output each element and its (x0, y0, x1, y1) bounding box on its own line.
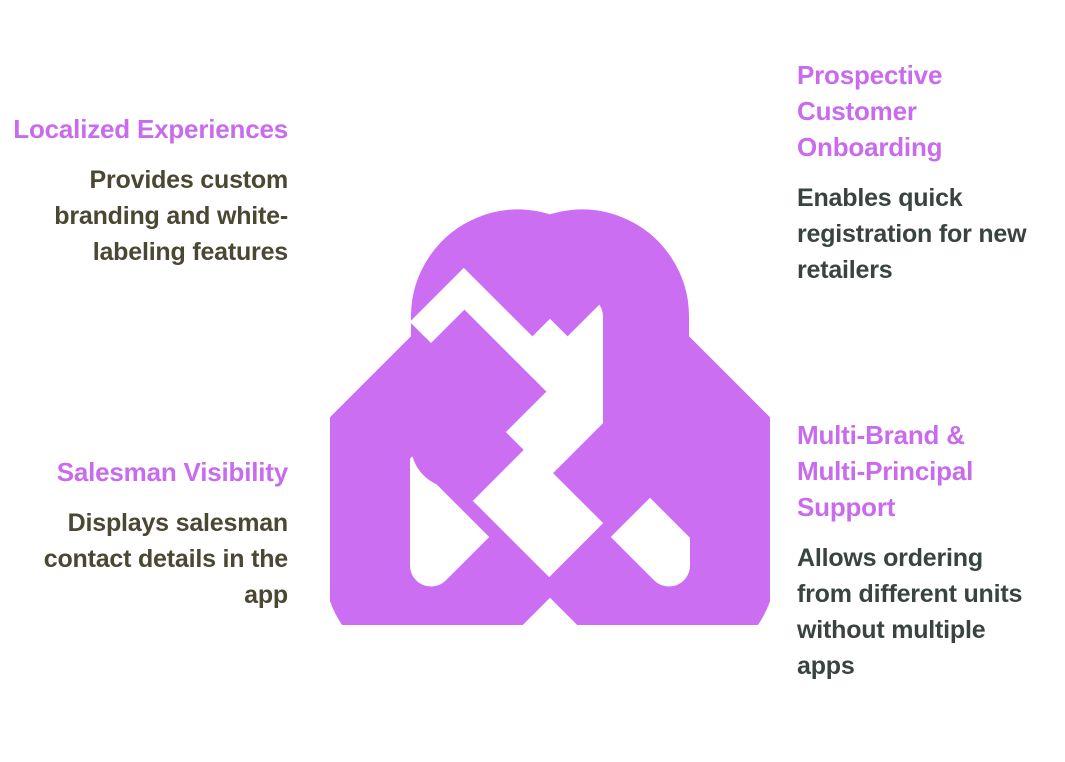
feature-block-salesman-visibility: Salesman Visibility Displays salesman co… (8, 455, 288, 614)
celtic-knot-icon (330, 155, 770, 625)
knot-overpass-lower (640, 427, 770, 571)
knot-overpass-upper (403, 309, 547, 453)
feature-body-localized-experiences: Provides custom branding and white-label… (54, 165, 288, 267)
knot-overpass-segments (403, 309, 770, 571)
feature-block-prospective-customer-onboarding: Prospective Customer Onboarding Enables … (797, 58, 1029, 288)
feature-body-salesman-visibility: Displays salesman contact details in the… (43, 508, 288, 610)
feature-heading-localized-experiences: Localized Experiences (13, 114, 288, 144)
knot-strand-two (330, 209, 690, 625)
feature-heading-multi-brand-multi-principal-support: Multi-Brand & Multi-Principal Support (797, 420, 974, 522)
feature-block-localized-experiences: Localized Experiences Provides custom br… (8, 112, 288, 271)
feature-body-prospective-customer-onboarding: Enables quick registration for new retai… (797, 183, 1027, 285)
feature-heading-salesman-visibility: Salesman Visibility (56, 457, 288, 487)
knot-graphic (330, 209, 770, 625)
feature-block-multi-brand-multi-principal-support: Multi-Brand & Multi-Principal Support Al… (797, 418, 1029, 685)
feature-heading-prospective-customer-onboarding: Prospective Customer Onboarding (797, 60, 943, 162)
feature-body-multi-brand-multi-principal-support: Allows ordering from different units wit… (797, 543, 1023, 681)
